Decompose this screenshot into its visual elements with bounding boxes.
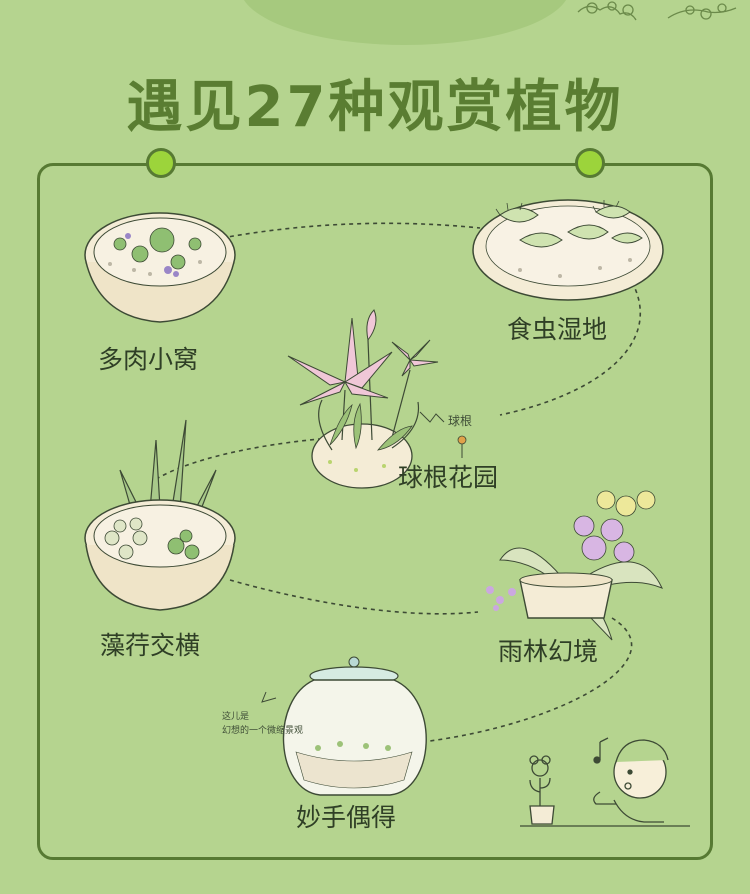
content-frame xyxy=(37,163,713,860)
page-title: 遇见27种观赏植物 xyxy=(126,75,624,140)
stop-label-rainforest: 雨林幻境 xyxy=(498,637,599,666)
bulb-handwritten-note: 球根 xyxy=(448,414,473,428)
frame-left-dot xyxy=(146,148,176,178)
stop-label-bulb: 球根花园 xyxy=(398,463,499,492)
frame-right-dot xyxy=(575,148,605,178)
jar-note-line-1: 这儿是 xyxy=(222,712,250,722)
jar-note-line-2: 幻想的一个微缩景观 xyxy=(222,726,304,736)
stop-label-aquatic: 藻荇交横 xyxy=(100,631,201,660)
stop-label-succulent: 多肉小窝 xyxy=(98,345,199,374)
stop-label-carnivorous: 食虫湿地 xyxy=(507,315,608,344)
stop-label-jar: 妙手偶得 xyxy=(296,803,397,832)
